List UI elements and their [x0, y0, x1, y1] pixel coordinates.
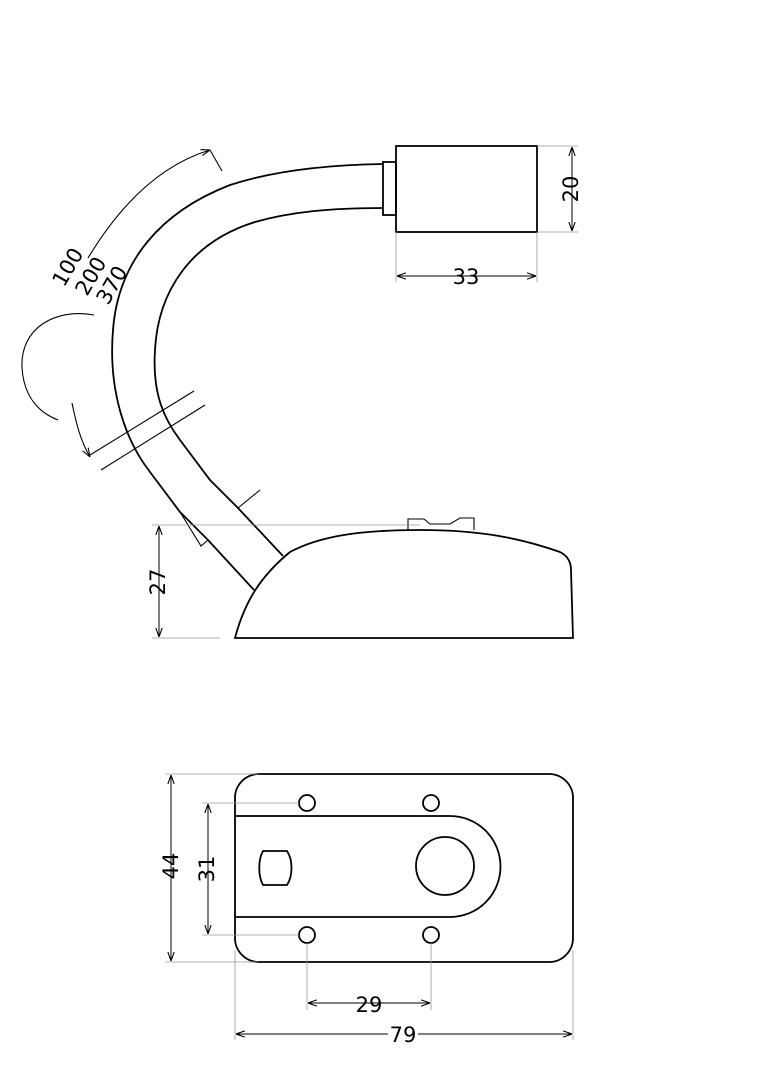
- arm-slot-outline: [235, 815, 502, 918]
- base-outline: [234, 773, 574, 963]
- flexible-arm: [111, 163, 384, 591]
- break-line: [100, 404, 206, 471]
- rotation-arrow: [71, 402, 90, 457]
- arm-length-arc: [87, 150, 210, 259]
- depth-label: 44: [159, 853, 183, 880]
- mounting-hole: [298, 926, 316, 944]
- mounting-hole: [298, 794, 316, 812]
- switch-cutout: [258, 850, 293, 886]
- top-view: 44 31 29 79: [159, 773, 574, 1047]
- hole-spacing-vertical-label: 31: [195, 856, 219, 883]
- base-height-label: 27: [146, 569, 170, 596]
- arc-extension-line: [209, 149, 223, 172]
- head-height-label: 20: [559, 176, 583, 203]
- break-line: [89, 390, 195, 456]
- rotation-arc: [21, 313, 95, 421]
- head-length-label: 33: [453, 265, 480, 289]
- label-background: [388, 1023, 418, 1045]
- lamp-base: [233, 529, 574, 639]
- mounting-hole: [422, 794, 440, 812]
- mounting-hole: [422, 926, 440, 944]
- lamp-head: [395, 145, 538, 233]
- width-label: 79: [390, 1023, 417, 1047]
- hole-spacing-horizontal-label: 29: [356, 993, 383, 1017]
- rocker-switch: [407, 517, 475, 530]
- side-view: 100 200 370 20 33 27: [21, 145, 583, 639]
- head-collar: [382, 161, 397, 216]
- cable-hole: [415, 836, 475, 896]
